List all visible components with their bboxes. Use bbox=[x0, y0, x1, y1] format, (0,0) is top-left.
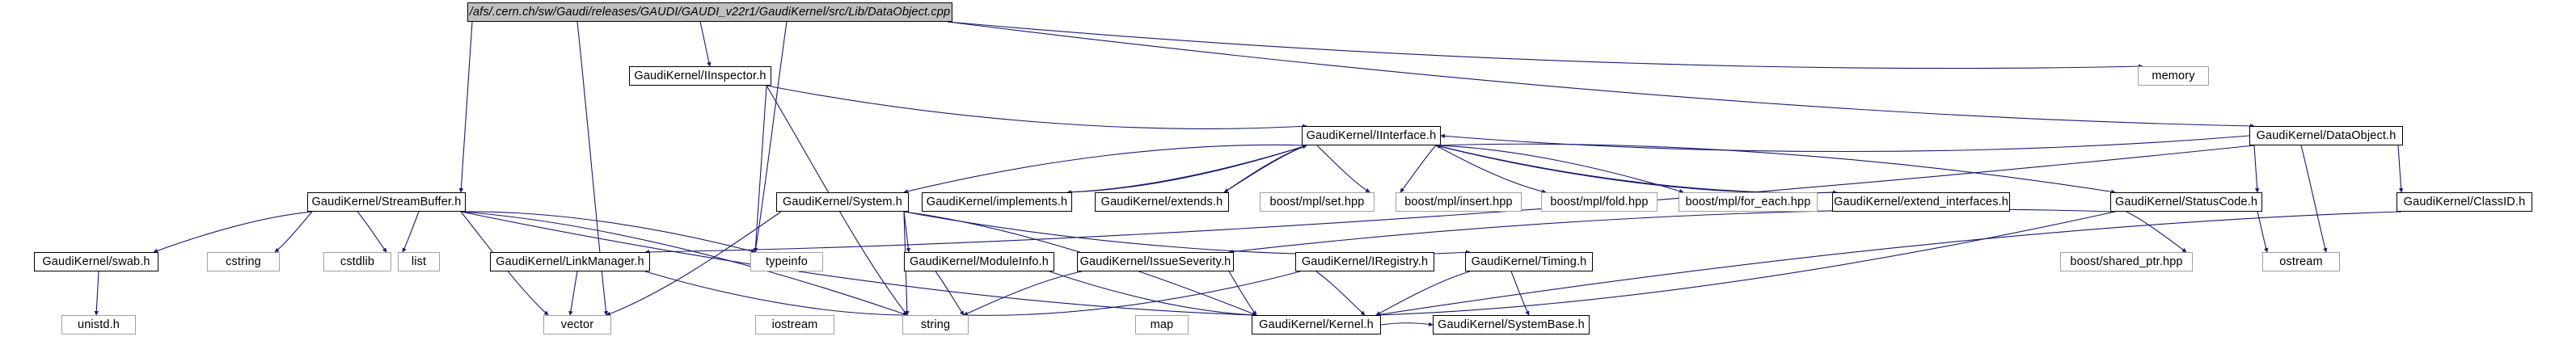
graph-node-shared_ptr[interactable]: boost/shared_ptr.hpp bbox=[2060, 252, 2193, 271]
graph-node-moduleinfo[interactable]: GaudiKernel/ModuleInfo.h bbox=[904, 252, 1054, 271]
graph-node-mpl_set[interactable]: boost/mpl/set.hpp bbox=[1260, 192, 1375, 212]
graph-node-map[interactable]: map bbox=[1135, 315, 1189, 334]
graph-node-label: boost/shared_ptr.hpp bbox=[2070, 255, 2183, 268]
graph-node-label: GaudiKernel/System.h bbox=[782, 195, 903, 208]
graph-node-label: boost/mpl/for_each.hpp bbox=[1685, 195, 1811, 208]
graph-node-iostream[interactable]: iostream bbox=[755, 315, 834, 334]
graph-node-label: GaudiKernel/Kernel.h bbox=[1259, 318, 1374, 331]
graph-node-string[interactable]: string bbox=[902, 315, 969, 334]
graph-node-issueseverity[interactable]: GaudiKernel/IssueSeverity.h bbox=[1077, 252, 1234, 271]
graph-node-label: map bbox=[1150, 318, 1174, 331]
graph-node-label: iostream bbox=[771, 318, 818, 331]
graph-node-label: GaudiKernel/extends.h bbox=[1100, 195, 1223, 208]
graph-node-extends[interactable]: GaudiKernel/extends.h bbox=[1095, 192, 1229, 212]
graph-node-label: list bbox=[411, 255, 427, 268]
graph-node-iinspector[interactable]: GaudiKernel/IInspector.h bbox=[629, 66, 771, 86]
graph-node-label: unistd.h bbox=[78, 318, 120, 331]
graph-node-vector[interactable]: vector bbox=[543, 315, 611, 334]
graph-node-label: GaudiKernel/implements.h bbox=[926, 195, 1068, 208]
graph-node-iregistry[interactable]: GaudiKernel/IRegistry.h bbox=[1295, 252, 1434, 271]
graph-node-statuscode[interactable]: GaudiKernel/StatusCode.h bbox=[2110, 192, 2262, 212]
graph-node-label: cstring bbox=[226, 255, 261, 268]
graph-node-ostream[interactable]: ostream bbox=[2262, 252, 2340, 271]
graph-node-label: vector bbox=[560, 318, 594, 331]
graph-node-system_h[interactable]: GaudiKernel/System.h bbox=[776, 192, 909, 212]
graph-node-mpl_insert[interactable]: boost/mpl/insert.hpp bbox=[1396, 192, 1522, 212]
graph-node-label: cstdlib bbox=[340, 255, 375, 268]
graph-node-label: /afs/.cern.ch/sw/Gaudi/releases/GAUDI/GA… bbox=[469, 5, 951, 19]
graph-node-classid[interactable]: GaudiKernel/ClassID.h bbox=[2397, 192, 2532, 212]
graph-node-label: GaudiKernel/StatusCode.h bbox=[2114, 195, 2258, 208]
graph-node-unistd[interactable]: unistd.h bbox=[61, 315, 136, 334]
graph-node-label: GaudiKernel/SystemBase.h bbox=[1438, 318, 1585, 331]
graph-node-label: GaudiKernel/IInterface.h bbox=[1306, 128, 1437, 142]
graph-node-label: GaudiKernel/IRegistry.h bbox=[1301, 255, 1429, 268]
graph-node-label: GaudiKernel/DataObject.h bbox=[2256, 128, 2397, 142]
graph-node-cstring[interactable]: cstring bbox=[207, 252, 280, 271]
graph-node-timing[interactable]: GaudiKernel/Timing.h bbox=[1465, 252, 1593, 271]
graph-node-iinterface[interactable]: GaudiKernel/IInterface.h bbox=[1302, 126, 1441, 145]
graph-node-label: string bbox=[920, 318, 951, 331]
graph-node-streambuffer[interactable]: GaudiKernel/StreamBuffer.h bbox=[307, 192, 466, 212]
graph-node-label: GaudiKernel/LinkManager.h bbox=[496, 255, 644, 268]
graph-node-memory[interactable]: memory bbox=[2138, 66, 2209, 86]
graph-node-label: GaudiKernel/swab.h bbox=[42, 255, 150, 268]
graph-node-cstdlib[interactable]: cstdlib bbox=[323, 252, 391, 271]
graph-node-label: GaudiKernel/Timing.h bbox=[1471, 255, 1587, 268]
graph-node-label: GaudiKernel/ClassID.h bbox=[2403, 195, 2526, 208]
graph-node-label: GaudiKernel/IssueSeverity.h bbox=[1079, 255, 1231, 268]
graph-node-swab[interactable]: GaudiKernel/swab.h bbox=[34, 252, 158, 271]
graph-node-label: ostream bbox=[2279, 255, 2323, 268]
graph-node-implements[interactable]: GaudiKernel/implements.h bbox=[922, 192, 1072, 212]
graph-node-label: boost/mpl/insert.hpp bbox=[1404, 195, 1513, 208]
graph-node-systembase[interactable]: GaudiKernel/SystemBase.h bbox=[1433, 315, 1590, 334]
graph-node-label: GaudiKernel/StreamBuffer.h bbox=[311, 195, 462, 208]
graph-node-mpl_fold[interactable]: boost/mpl/fold.hpp bbox=[1541, 192, 1658, 212]
graph-node-label: GaudiKernel/extend_interfaces.h bbox=[1834, 195, 2008, 208]
graph-node-label: boost/mpl/set.hpp bbox=[1269, 195, 1365, 208]
graph-node-mpl_for_each[interactable]: boost/mpl/for_each.hpp bbox=[1679, 192, 1818, 212]
graph-node-dataobject_h[interactable]: GaudiKernel/DataObject.h bbox=[2249, 126, 2403, 145]
graph-node-linkmanager[interactable]: GaudiKernel/LinkManager.h bbox=[490, 252, 650, 271]
graph-node-label: boost/mpl/fold.hpp bbox=[1550, 195, 1649, 208]
graph-node-label: GaudiKernel/ModuleInfo.h bbox=[909, 255, 1049, 268]
graph-node-label: GaudiKernel/IInspector.h bbox=[634, 69, 766, 82]
graph-node-label: memory bbox=[2152, 69, 2195, 82]
graph-node-kernel_h[interactable]: GaudiKernel/Kernel.h bbox=[1252, 315, 1381, 334]
graph-node-typeinfo[interactable]: typeinfo bbox=[750, 252, 823, 271]
graph-node-label: typeinfo bbox=[766, 255, 808, 268]
graph-node-list[interactable]: list bbox=[398, 252, 440, 271]
graph-node-extend_interfaces[interactable]: GaudiKernel/extend_interfaces.h bbox=[1832, 192, 2010, 212]
graph-node-dataobject_cpp[interactable]: /afs/.cern.ch/sw/Gaudi/releases/GAUDI/GA… bbox=[467, 2, 952, 22]
